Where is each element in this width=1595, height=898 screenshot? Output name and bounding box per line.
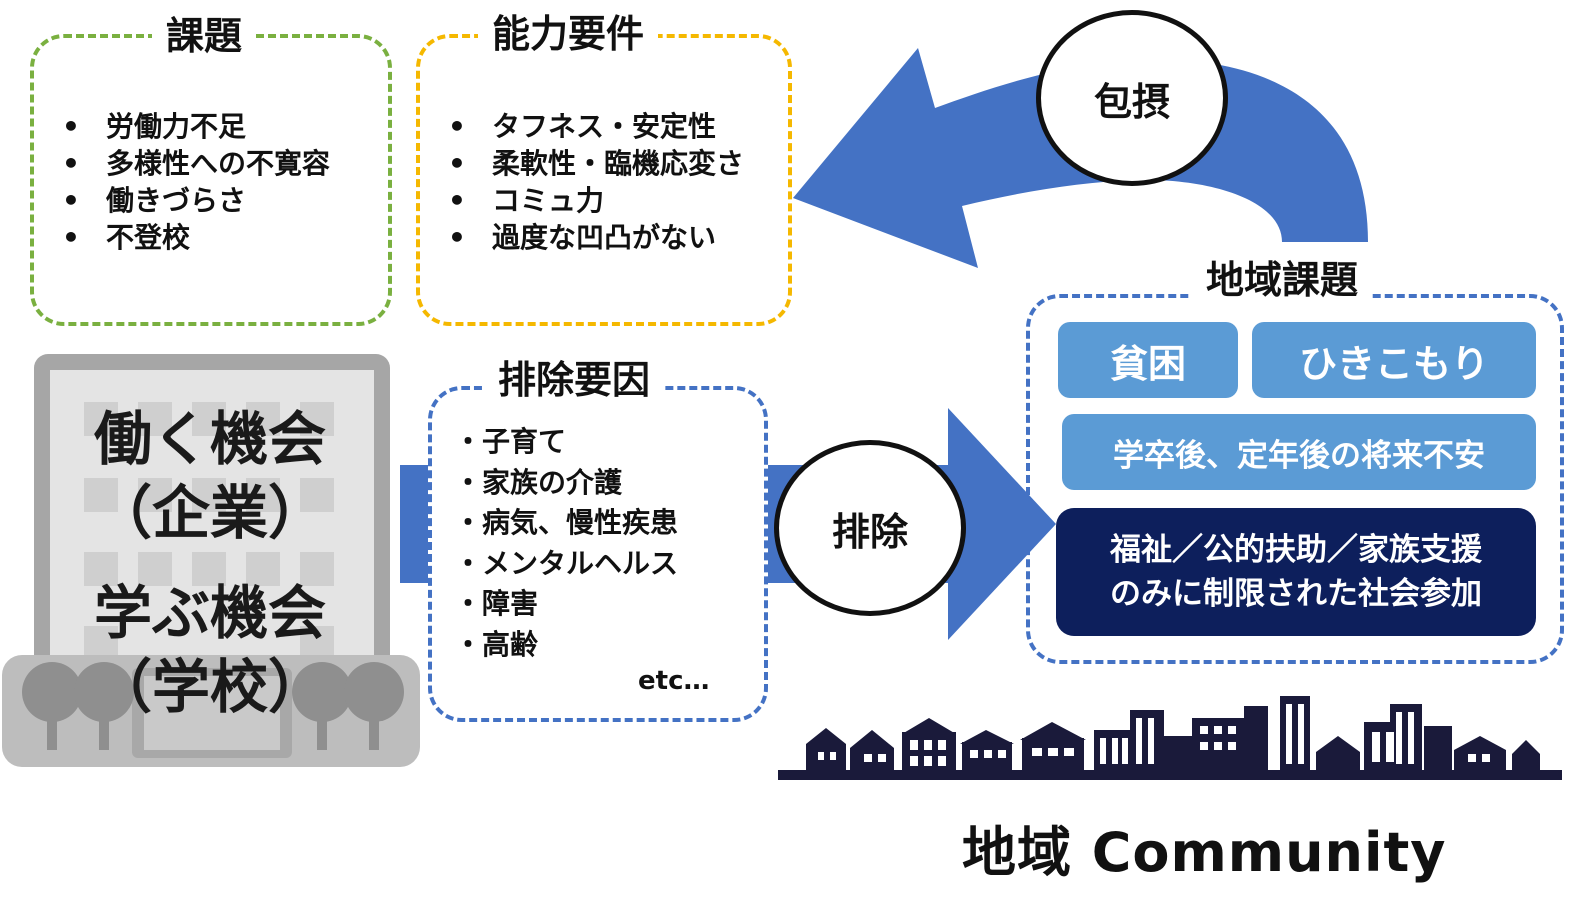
list-item: ・障害 bbox=[454, 587, 539, 620]
noryoku-list: •タフネス・安定性 •柔軟性・臨機応変さ •コミュ力 •過度な凹凸がない bbox=[448, 108, 744, 256]
building-line4: （学校） bbox=[93, 653, 326, 721]
arrow-head-icon bbox=[948, 408, 1056, 640]
list-item: •タフネス・安定性 bbox=[448, 110, 717, 143]
list-item: ・メンタルヘルス bbox=[454, 546, 679, 580]
building-line2: （企業） bbox=[93, 479, 326, 547]
etc-label: etc… bbox=[638, 666, 710, 696]
city-skyline-icon bbox=[778, 696, 1562, 780]
chiiki-title: 地域課題 bbox=[1192, 258, 1373, 302]
hikikomori-pill: ひきこもり bbox=[1252, 322, 1536, 398]
future-pill: 学卒後、定年後の将来不安 bbox=[1062, 414, 1536, 490]
welfare-line2: のみに制限された社会参加 bbox=[1110, 576, 1482, 612]
hosetsu-circle: 包摂 bbox=[1036, 10, 1228, 186]
community-label: 地域 Community bbox=[962, 821, 1447, 884]
list-item: •働きづらさ bbox=[62, 184, 247, 217]
list-item: ・高齢 bbox=[454, 627, 539, 661]
haijo-youin-list: ・子育て ・家族の介護 ・病気、慢性疾患 ・メンタルヘルス ・障害 ・高齢 bbox=[454, 422, 678, 665]
kadai-title: 課題 bbox=[152, 14, 257, 58]
list-item: ・家族の介護 bbox=[454, 465, 623, 499]
building-line3: 学ぶ機会 bbox=[93, 579, 326, 647]
list-item: •コミュ力 bbox=[448, 184, 605, 217]
hinkon-pill: 貧困 bbox=[1058, 322, 1238, 398]
list-item: •過度な凹凸がない bbox=[448, 221, 717, 254]
list-item: ・子育て bbox=[454, 425, 567, 458]
list-item: ・病気、慢性疾患 bbox=[454, 506, 679, 539]
list-item: •多様性への不寛容 bbox=[62, 147, 331, 180]
list-item: •柔軟性・臨機応変さ bbox=[448, 147, 745, 180]
haijo-circle: 排除 bbox=[774, 440, 966, 616]
kadai-list: •労働力不足 •多様性への不寛容 •働きづらさ •不登校 bbox=[62, 108, 330, 256]
welfare-pill: 福祉／公的扶助／家族支援 のみに制限された社会参加 bbox=[1056, 508, 1536, 636]
noryoku-title: 能力要件 bbox=[478, 12, 659, 56]
building-icon bbox=[2, 354, 420, 767]
list-item: •不登校 bbox=[62, 221, 191, 254]
haijo-youin-title: 排除要因 bbox=[484, 358, 665, 402]
building-line1: 働く機会 bbox=[93, 405, 326, 473]
welfare-line1: 福祉／公的扶助／家族支援 bbox=[1110, 532, 1482, 568]
list-item: •労働力不足 bbox=[62, 110, 247, 143]
